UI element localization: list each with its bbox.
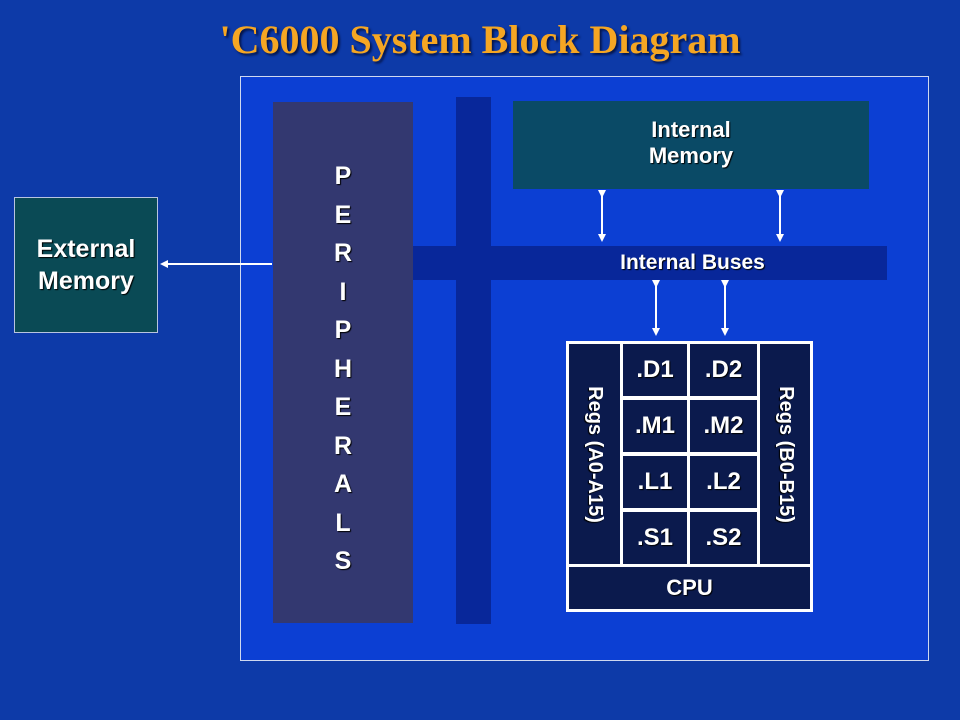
- peripherals-letter: R: [333, 239, 353, 267]
- internal-buses-bar: [413, 246, 887, 280]
- vertical-bus: [456, 97, 491, 624]
- unit-s1: .S1: [623, 512, 687, 564]
- peripherals-letter: I: [339, 277, 347, 306]
- unit-m1: .M1: [623, 400, 687, 452]
- unit-d2: .D2: [690, 344, 757, 396]
- unit-l2: .L2: [690, 456, 757, 508]
- peripherals-letter: H: [333, 354, 353, 383]
- unit-d1: .D1: [623, 344, 687, 396]
- peripherals-letter: R: [333, 431, 353, 460]
- regs-a-label: Regs (A0-A15): [584, 385, 607, 523]
- peripherals-letter: A: [333, 470, 353, 498]
- peripherals-letter: S: [334, 547, 352, 575]
- peripherals-letter: L: [335, 508, 351, 537]
- unit-m2: .M2: [690, 400, 757, 452]
- unit-s2: .S2: [690, 512, 757, 564]
- internal-buses-label: Internal Buses: [620, 251, 765, 274]
- cpu-label: CPU: [569, 567, 810, 609]
- regs-b-block: Regs (B0-B15): [760, 344, 810, 564]
- page-title: 'C6000 System Block Diagram: [219, 17, 741, 62]
- regs-b-label: Regs (B0-B15): [774, 385, 797, 523]
- peripherals-letter: P: [334, 316, 352, 344]
- peripherals-letter: E: [334, 200, 352, 229]
- peripherals-letter: P: [334, 162, 352, 190]
- unit-l1: .L1: [623, 456, 687, 508]
- peripherals-block: [273, 102, 413, 623]
- internal-memory-block: Internal Memory: [513, 101, 869, 189]
- regs-a-block: Regs (A0-A15): [569, 344, 620, 564]
- peripherals-letter: E: [334, 393, 352, 421]
- external-memory-block: External Memory: [14, 197, 158, 333]
